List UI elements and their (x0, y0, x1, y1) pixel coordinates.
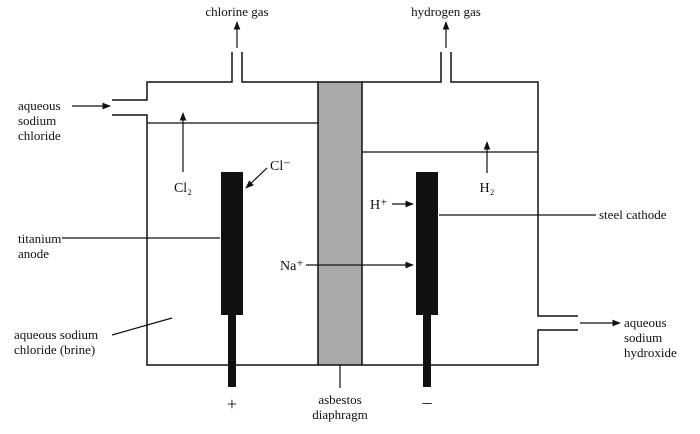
h2-label: H₂ (480, 181, 495, 196)
hydrogen-outlet-pipe (362, 52, 442, 83)
hydrogen-gas-label: hydrogen gas (411, 4, 481, 19)
diaphragm-label-line-1: asbestos (318, 392, 361, 407)
inlet-label-line-3: chloride (18, 128, 61, 143)
outlet-label-line-1: aqueous (624, 315, 667, 330)
h-ion-label: H⁺ (370, 198, 388, 213)
cathode-label: steel cathode (599, 207, 667, 222)
cl-ion-arrow (245, 167, 268, 189)
anode-terminal (228, 315, 236, 387)
diaphragm-label-line-2: diaphragm (312, 407, 368, 422)
inlet-pipe-lower (112, 114, 318, 366)
outlet-label-line-2: sodium (624, 330, 662, 345)
cell-wall-left (112, 52, 233, 101)
cathode-terminal (423, 315, 431, 387)
inlet-label-line-1: aqueous (18, 98, 61, 113)
inlet-label-line-2: sodium (18, 113, 56, 128)
anode-label-line-1: titanium (18, 231, 61, 246)
brine-label-line-2: chloride (brine) (14, 342, 95, 357)
steel-cathode (416, 172, 438, 315)
chlorine-outlet-pipe (241, 52, 318, 83)
brine-label-line-1: aqueous sodium (14, 327, 98, 342)
anode-label-line-2: anode (18, 246, 49, 261)
asbestos-diaphragm (317, 81, 363, 366)
cl-ion-label: Cl⁻ (270, 159, 291, 174)
cl2-label: Cl₂ (174, 181, 192, 196)
brine-leader (111, 317, 173, 336)
na-ion-label: Na⁺ (280, 259, 304, 274)
titanium-anode (221, 172, 243, 315)
cell-wall-right (450, 52, 578, 317)
outlet-pipe-lower (362, 329, 578, 366)
positive-terminal-label: + (227, 394, 237, 414)
negative-terminal-label: – (422, 392, 433, 412)
chlorine-gas-label: chlorine gas (205, 4, 268, 19)
outlet-label-line-3: hydroxide (624, 345, 677, 360)
